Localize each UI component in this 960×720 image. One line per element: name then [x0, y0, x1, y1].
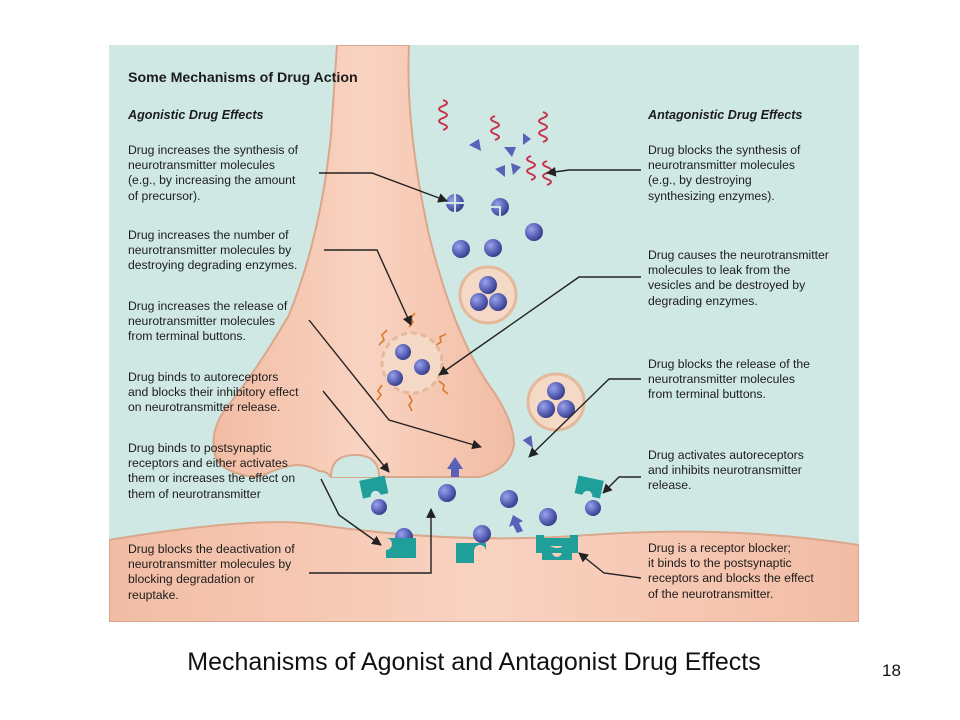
release-pocket: [330, 453, 380, 478]
drug-action-figure: Some Mechanisms of Drug Action Agonistic…: [109, 45, 859, 622]
page-number: 18: [882, 661, 901, 680]
callout-line: [322, 390, 390, 473]
agonistic-heading: Agonistic Drug Effects: [128, 108, 264, 122]
callout-line: [578, 552, 642, 579]
callout-line: [546, 166, 641, 177]
free-molecules: [452, 223, 543, 258]
callout-line: [309, 508, 436, 574]
callout-line: [308, 319, 482, 450]
synthesizing-enzymes: [438, 99, 552, 186]
antagonist-label: Drug is a receptor blocker;it binds to t…: [648, 541, 814, 601]
callout-line: [528, 378, 641, 458]
callout-line: [319, 172, 448, 203]
synapse-illustration: [109, 45, 859, 622]
vesicle: [458, 265, 518, 325]
release-arrow-icon: [509, 515, 523, 533]
slide-caption: Mechanisms of Agonist and Antagonist Dru…: [187, 648, 761, 676]
callout-line: [320, 478, 382, 546]
postsynaptic-membrane: [109, 521, 859, 622]
postsynaptic-receptors: [386, 535, 578, 563]
vesicle: [526, 372, 586, 432]
cleft-molecules: [395, 484, 557, 546]
callout-line: [602, 476, 641, 494]
leaking-vesicle: [376, 312, 449, 412]
callout-line: [438, 276, 641, 376]
callout-line: [324, 249, 412, 326]
release-arrow-icon: [447, 457, 463, 477]
autoreceptors: [359, 475, 604, 516]
assembling-molecules: [446, 194, 509, 216]
release-blocker-icon: [522, 435, 533, 449]
figure-title: Some Mechanisms of Drug Action: [128, 70, 358, 86]
precursor-fragments: [469, 133, 531, 177]
antagonistic-heading: Antagonistic Drug Effects: [648, 108, 803, 122]
